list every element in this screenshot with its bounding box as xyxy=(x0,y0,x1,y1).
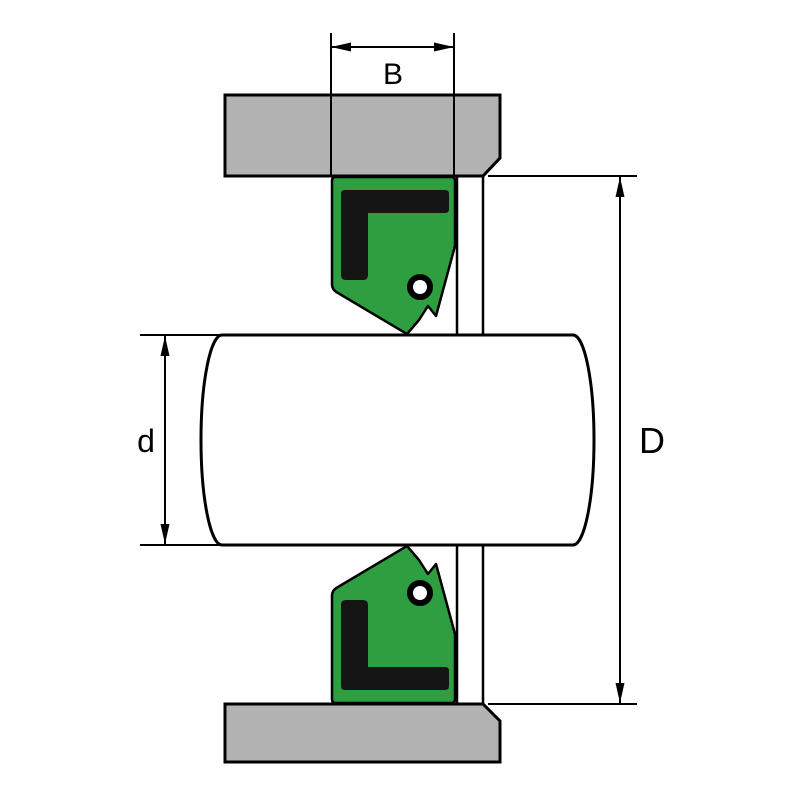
dimension-d: d xyxy=(137,334,224,546)
shaft xyxy=(199,333,596,547)
housing-upper xyxy=(223,93,502,178)
dimension-B: B xyxy=(330,33,455,176)
dimension-D: D xyxy=(488,175,665,705)
housing-lower xyxy=(223,702,502,764)
label-shaft-diameter: d xyxy=(137,423,155,459)
label-outer-diameter: D xyxy=(639,420,665,461)
label-seal-width: B xyxy=(383,58,403,91)
